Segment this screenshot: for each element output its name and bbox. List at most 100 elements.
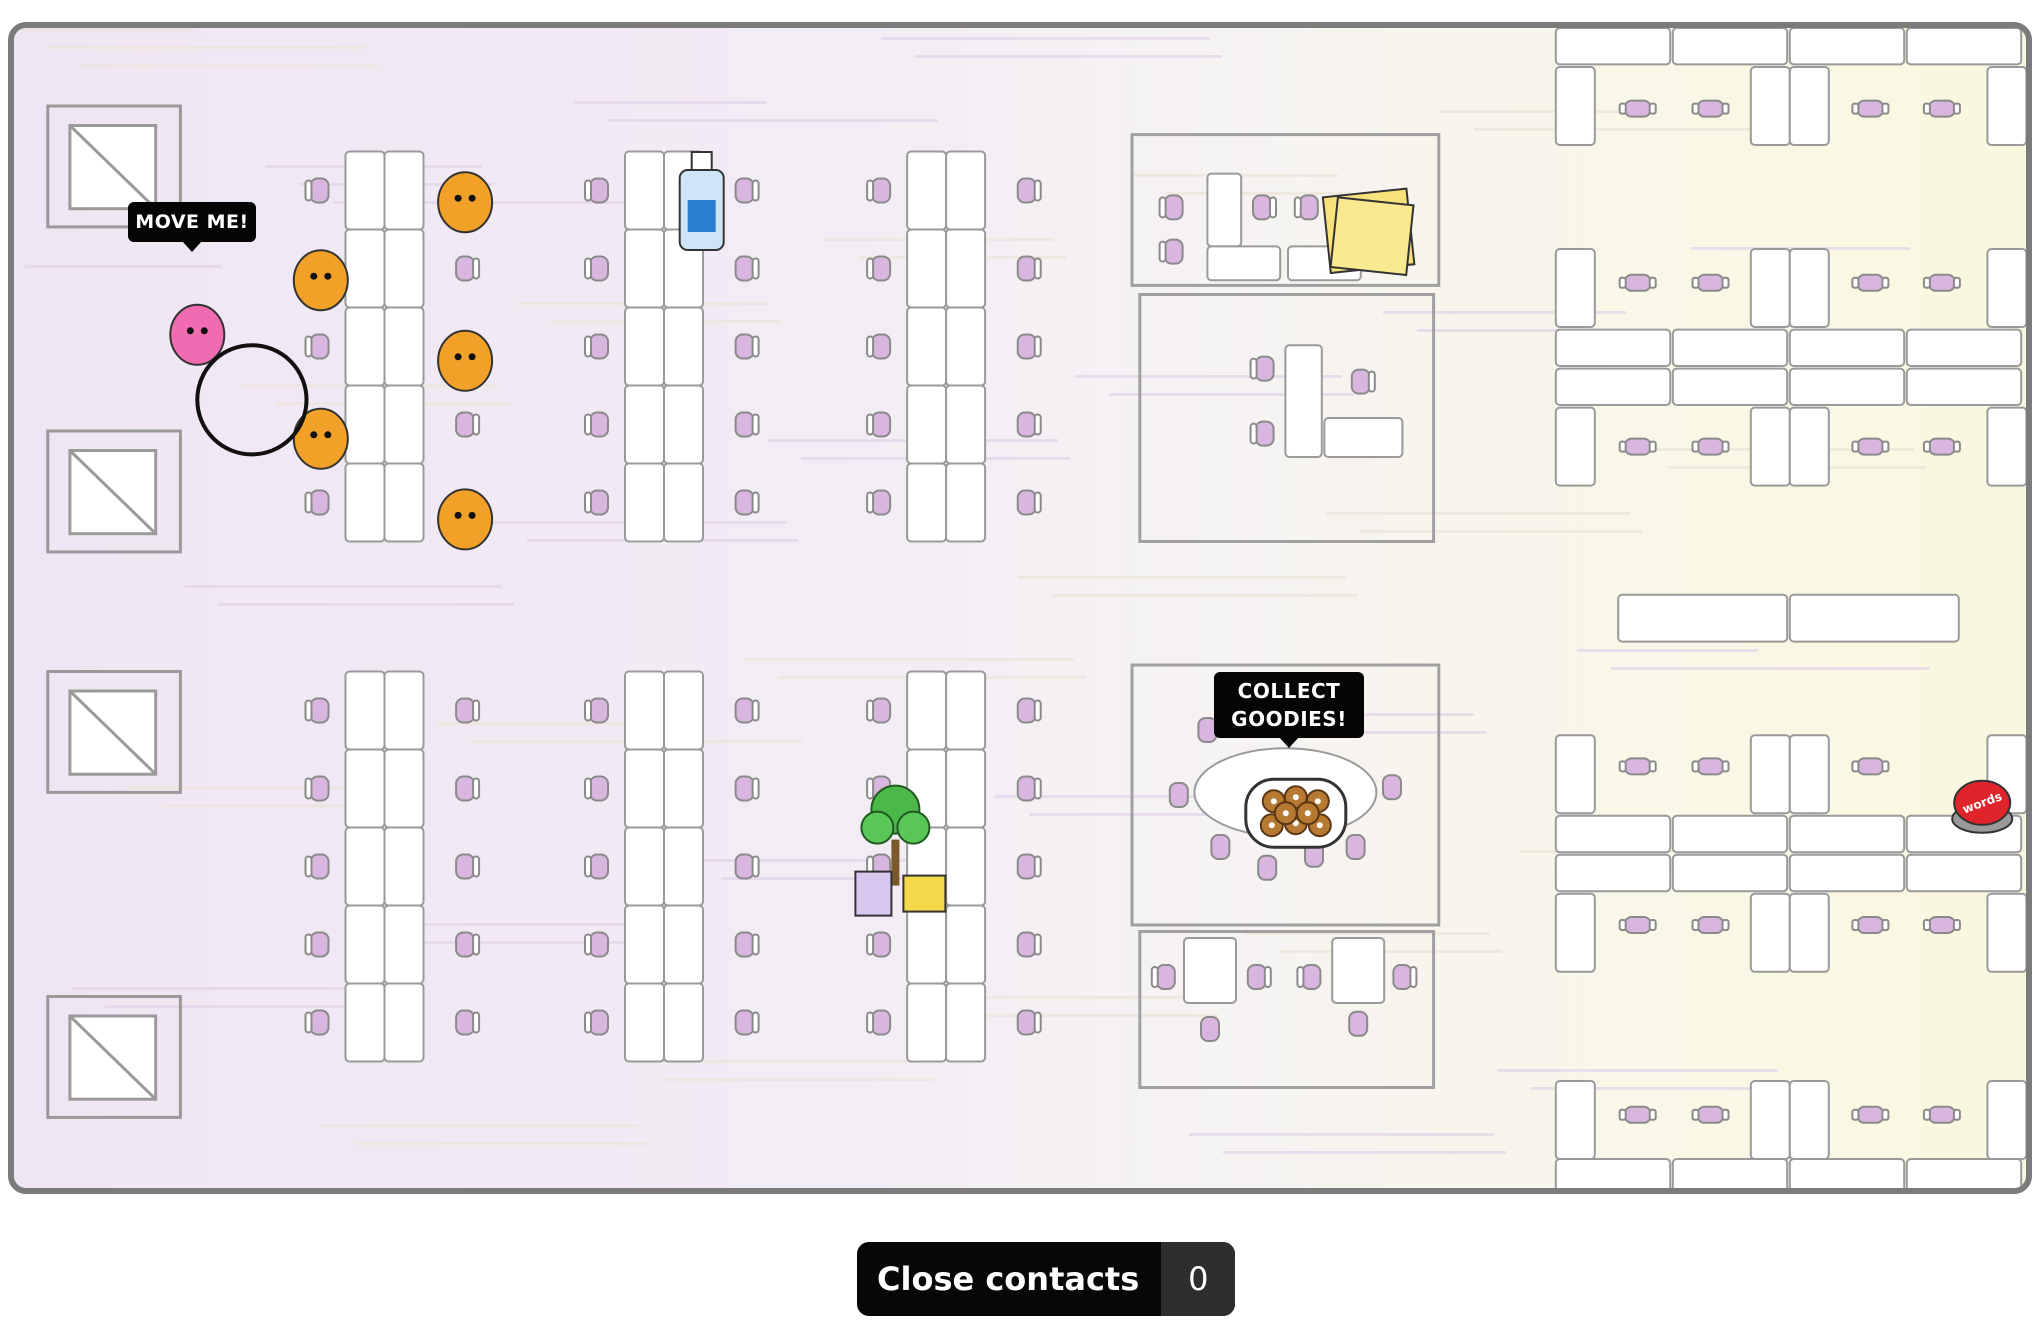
floor-streak	[1052, 594, 1358, 597]
floor-streak	[1280, 950, 1502, 953]
desk	[1554, 1158, 1672, 1188]
desk	[383, 826, 425, 907]
chair	[304, 333, 330, 360]
desk	[1986, 248, 2026, 328]
desk	[383, 748, 425, 829]
chair	[866, 177, 892, 204]
floor-streak	[1029, 813, 1214, 816]
desk	[1554, 734, 1596, 815]
chair	[455, 411, 481, 438]
chair	[1016, 775, 1042, 802]
desk	[663, 384, 704, 465]
chair	[584, 775, 609, 802]
chair	[1350, 368, 1376, 395]
chair	[1691, 99, 1730, 118]
floor-streak	[1223, 1151, 1506, 1154]
floor-streak	[972, 1014, 1218, 1017]
desk	[383, 228, 425, 309]
desk	[906, 982, 948, 1063]
chair	[1016, 411, 1042, 438]
desk	[945, 904, 987, 985]
desk	[906, 306, 948, 387]
chair	[1252, 194, 1277, 221]
chair	[1922, 437, 1961, 456]
floor-plan-canvas: words	[14, 28, 2026, 1188]
collect-goodies-tooltip: COLLECT GOODIES!	[1214, 672, 1364, 748]
floor-streak	[14, 28, 194, 31]
chair	[1246, 964, 1272, 990]
desk	[906, 904, 948, 985]
red-button-icon[interactable]: words	[1951, 779, 2014, 834]
floor-streak	[1189, 1133, 1494, 1136]
desk	[344, 306, 386, 387]
desk	[624, 462, 665, 543]
sticky-notes-icon	[1321, 187, 1416, 277]
chair	[1618, 1105, 1657, 1124]
floor-streak	[1531, 1087, 1790, 1090]
desk	[344, 384, 386, 465]
close-contacts-count: 0	[1161, 1242, 1236, 1316]
chair	[1922, 99, 1961, 118]
desk	[1671, 1158, 1789, 1188]
chair	[1392, 964, 1418, 990]
chair	[1691, 1105, 1730, 1124]
desk	[344, 462, 386, 543]
floor-streak	[82, 64, 378, 67]
floor-streak	[1326, 512, 1630, 515]
floor-streak	[664, 1078, 934, 1081]
chair	[1691, 757, 1730, 776]
floor-streak	[1018, 576, 1346, 579]
chair	[1210, 834, 1231, 860]
desk	[906, 384, 948, 465]
desk	[383, 462, 425, 543]
desk	[945, 826, 987, 907]
desk	[1986, 66, 2026, 146]
floor-streak	[105, 1005, 362, 1008]
desk	[1788, 1158, 1906, 1188]
desk	[1788, 892, 1830, 973]
chair	[304, 1009, 330, 1036]
donuts-icon	[1244, 777, 1348, 849]
player-avatar-icon[interactable]	[169, 303, 226, 366]
desk	[906, 670, 948, 751]
chair	[866, 255, 892, 282]
chair	[1158, 238, 1184, 265]
chair	[304, 853, 330, 880]
desk	[1905, 1158, 2023, 1188]
chair	[1016, 489, 1042, 516]
desk	[1749, 248, 1791, 328]
floor-streak	[1075, 375, 1342, 378]
chair	[455, 697, 481, 724]
floor-streak	[71, 987, 350, 990]
chair	[734, 853, 760, 880]
floor-streak	[1360, 530, 1642, 533]
desk	[1788, 66, 1830, 146]
desk	[1788, 853, 1906, 893]
chair	[1016, 1009, 1042, 1036]
chair	[866, 489, 892, 516]
chair	[1200, 1016, 1220, 1042]
desk	[624, 228, 665, 309]
desk	[663, 826, 704, 907]
desk	[945, 462, 987, 543]
desk	[1671, 328, 1789, 368]
chair	[1851, 916, 1890, 934]
chair	[1691, 437, 1730, 456]
office-floor-map[interactable]: words MOVE ME! COLLECT GOODIES!	[8, 22, 2032, 1194]
desk	[1554, 66, 1596, 146]
floor-streak	[128, 786, 346, 789]
chair	[584, 1009, 609, 1036]
desk	[1554, 248, 1596, 328]
move-me-tooltip: MOVE ME!	[128, 202, 256, 252]
desk	[1206, 172, 1243, 248]
desk	[663, 670, 704, 751]
desk	[1183, 937, 1237, 1004]
desk	[1284, 344, 1323, 459]
chair	[1851, 99, 1890, 118]
chair	[866, 411, 892, 438]
chair	[1158, 194, 1184, 221]
floor-streak	[938, 996, 1206, 999]
desk	[906, 228, 948, 309]
floor-streak	[1497, 1069, 1778, 1072]
chair	[1922, 1105, 1961, 1124]
